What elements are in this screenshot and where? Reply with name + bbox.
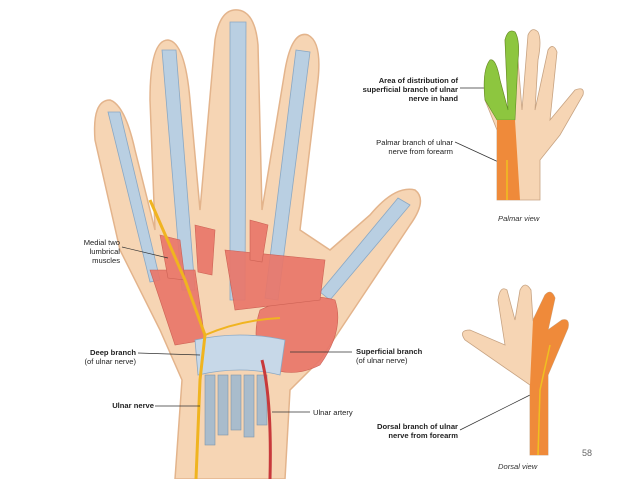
ulnar-artery <box>260 359 272 479</box>
label-palmar-view: Palmar view <box>498 214 540 223</box>
label-area-distribution: Area of distribution of superficial bran… <box>362 76 458 103</box>
adductor-muscle <box>224 249 326 311</box>
leader-lines <box>121 87 531 431</box>
flexor-tendons <box>107 21 411 301</box>
ulnar-area-orange <box>497 120 520 200</box>
dorsal-hand-skin <box>462 284 569 456</box>
label-deep-branch: Deep branch (of ulnar nerve) <box>84 348 137 366</box>
label-ulnar-artery: Ulnar artery <box>313 408 353 417</box>
page-number: 58 <box>582 448 593 458</box>
label-dorsal-branch: Dorsal branch of ulnar nerve from forear… <box>376 422 458 440</box>
label-dorsal-view: Dorsal view <box>498 462 538 471</box>
palmar-view-hand <box>483 29 584 201</box>
label-palmar-branch: Palmar branch of ulnar nerve from forear… <box>376 138 453 156</box>
ulnar-nerve-deep-branch <box>204 317 281 336</box>
dorsal-branch-nerve <box>537 344 551 456</box>
label-medial-lumbricals: Medial two lumbrical muscles <box>83 238 120 265</box>
dorsal-ulnar-area <box>530 292 569 455</box>
main-hand-illustration <box>93 9 422 479</box>
lumbrical-3 <box>249 219 269 263</box>
flexor-retinaculum <box>194 334 286 376</box>
dorsal-view-hand <box>462 284 569 456</box>
label-ulnar-nerve: Ulnar nerve <box>112 401 154 410</box>
forearm-tendons <box>204 374 268 446</box>
ulnar-area-green <box>483 30 519 121</box>
lumbrical-2 <box>194 224 216 276</box>
label-superficial-branch: Superficial branch (of ulnar nerve) <box>356 347 423 365</box>
